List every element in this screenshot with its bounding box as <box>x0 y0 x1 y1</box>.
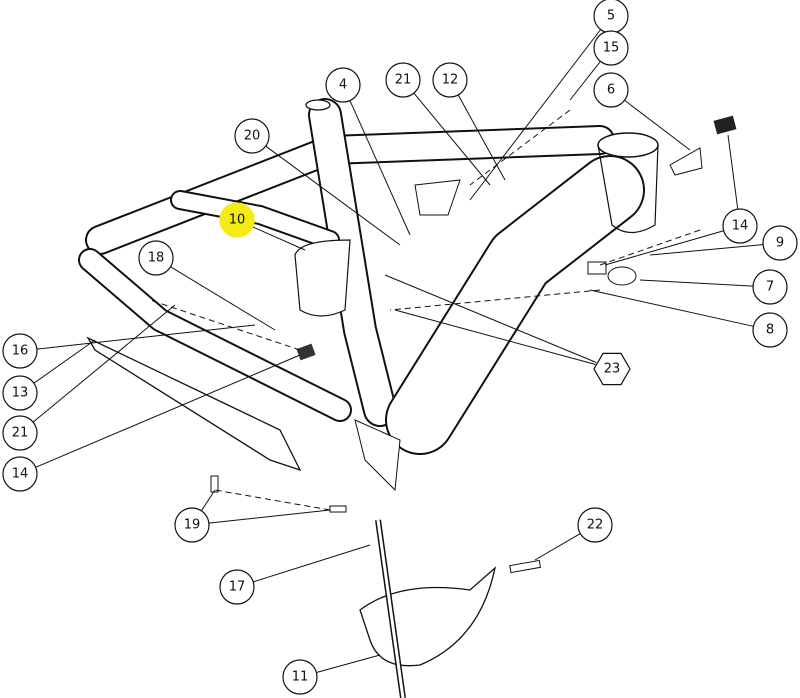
callout-badge <box>219 202 255 238</box>
callout-label: 21 <box>12 426 29 441</box>
leader-line <box>413 92 491 186</box>
callout-label: 23 <box>604 362 621 377</box>
callout-badge <box>2 375 38 411</box>
leader-line <box>457 94 506 181</box>
callout-4: 4 <box>325 67 411 236</box>
callout-label: 14 <box>12 467 29 482</box>
leader-line <box>253 544 371 583</box>
callout-11: 11 <box>282 654 381 695</box>
callout-18: 18 <box>138 240 276 331</box>
callout-label: 20 <box>244 129 261 144</box>
leader-line <box>208 509 331 524</box>
callout-label: 13 <box>12 386 29 401</box>
leader-line <box>534 533 581 561</box>
callout-label: 11 <box>292 670 309 685</box>
callout-23: 23 <box>384 274 631 386</box>
callout-21: 21 <box>2 304 176 451</box>
callout-10: 10 <box>219 202 306 251</box>
callout-badge <box>282 659 318 695</box>
callout-16: 16 <box>2 324 256 369</box>
callout-badge <box>385 62 421 98</box>
callout-21: 21 <box>385 62 491 186</box>
callout-5: 5 <box>469 0 629 201</box>
callout-20: 20 <box>234 118 401 246</box>
callout-badge <box>234 118 270 154</box>
leader-line <box>252 226 306 251</box>
callout-badge <box>752 269 788 305</box>
callout-12: 12 <box>432 62 506 181</box>
callout-badge <box>722 208 758 244</box>
callout-badge <box>174 507 210 543</box>
callout-badge <box>593 30 629 66</box>
callout-label: 12 <box>442 73 459 88</box>
leader-line <box>200 489 216 512</box>
leader-line <box>384 274 597 363</box>
callout-14: 14 <box>604 134 758 266</box>
callout-label: 17 <box>229 580 246 595</box>
callout-label: 7 <box>766 280 774 295</box>
leader-line <box>32 304 176 423</box>
leader-line <box>727 134 739 210</box>
callout-badge <box>432 62 468 98</box>
leader-line <box>265 145 401 246</box>
leader-line <box>394 309 596 366</box>
callout-label: 21 <box>395 73 412 88</box>
callout-label: 6 <box>607 83 615 98</box>
callout-label: 10 <box>229 213 246 228</box>
callout-label: 9 <box>776 236 784 251</box>
callout-label: 18 <box>148 251 165 266</box>
callout-badge <box>593 72 629 108</box>
leader-line <box>569 61 601 101</box>
leader-line <box>33 339 96 384</box>
leader-line <box>604 230 724 266</box>
callout-badge <box>219 569 255 605</box>
leader-line <box>624 99 691 151</box>
callout-badge <box>138 240 174 276</box>
leader-line <box>589 289 754 327</box>
callout-badge <box>2 415 38 451</box>
callout-19: 19 <box>174 489 331 543</box>
callout-label: 15 <box>603 41 620 56</box>
callout-13: 13 <box>2 339 96 411</box>
callout-label: 8 <box>766 323 774 338</box>
callout-label: 4 <box>339 78 347 93</box>
bike-frame-drawing <box>78 98 737 698</box>
callout-badge <box>325 67 361 103</box>
leader-line <box>649 244 764 256</box>
leader-line <box>36 324 256 350</box>
callout-label: 22 <box>587 518 604 533</box>
callout-badge <box>762 225 798 261</box>
leader-line <box>170 266 276 331</box>
callout-badge <box>2 333 38 369</box>
callout-badge <box>577 507 613 543</box>
callout-17: 17 <box>219 544 371 605</box>
callout-badge <box>593 352 631 386</box>
callout-label: 5 <box>607 9 615 24</box>
callout-9: 9 <box>649 225 798 261</box>
callout-8: 8 <box>589 289 788 348</box>
callout-15: 15 <box>569 30 629 101</box>
callout-14: 14 <box>2 354 301 492</box>
leader-line <box>316 654 381 673</box>
callout-badge <box>752 312 788 348</box>
leader-line <box>349 100 411 236</box>
callout-6: 6 <box>593 72 691 151</box>
callout-label: 19 <box>184 518 201 533</box>
leader-line <box>35 354 301 468</box>
callout-badge <box>2 456 38 492</box>
callout-7: 7 <box>639 269 788 305</box>
callout-label: 14 <box>732 219 749 234</box>
callout-22: 22 <box>534 507 613 561</box>
callout-label: 16 <box>12 344 29 359</box>
leader-line <box>469 29 602 201</box>
leader-line <box>639 279 754 287</box>
